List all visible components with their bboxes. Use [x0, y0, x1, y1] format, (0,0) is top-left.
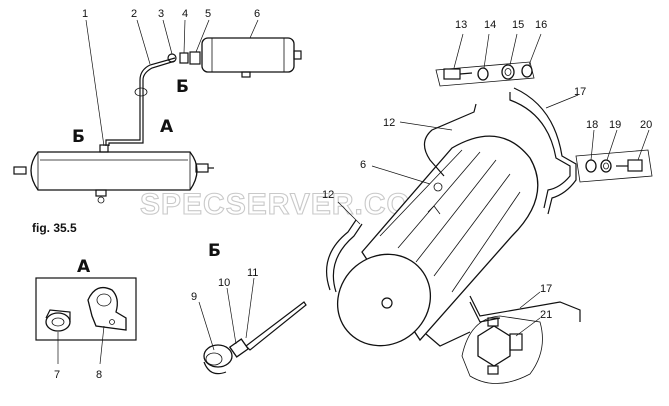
detail-a-clamp: [35, 277, 137, 341]
bolt-set-13-16: [435, 61, 535, 87]
view-letter-b-top: Б: [176, 77, 189, 97]
main-air-receiver: [13, 144, 214, 204]
callout-6-cylinder: 6: [360, 159, 366, 171]
figure-label: fig. 35.5: [32, 221, 77, 235]
callout-18: 18: [586, 119, 598, 131]
callout-14: 14: [484, 19, 496, 31]
air-pipe-line: [105, 57, 176, 146]
callout-6: 6: [254, 8, 260, 20]
view-letter-a-detail: А: [77, 257, 91, 277]
callout-19: 19: [609, 119, 621, 131]
watermark: SPECSERVER.COM: [140, 188, 437, 221]
callout-4: 4: [182, 8, 188, 20]
callout-21: 21: [540, 309, 552, 321]
callout-17-top: 17: [574, 86, 586, 98]
callout-5: 5: [205, 8, 211, 20]
small-air-tank: [167, 37, 302, 78]
callout-13: 13: [455, 19, 467, 31]
callout-17-bottom: 17: [540, 283, 552, 295]
callout-16: 16: [535, 19, 547, 31]
view-letter-b-detail: Б: [208, 241, 221, 261]
callout-7: 7: [54, 369, 60, 381]
callout-9: 9: [191, 291, 197, 303]
mounting-straps: [326, 87, 581, 347]
callout-15: 15: [512, 19, 524, 31]
detail-b-drain-valve: [203, 301, 307, 375]
bolt-set-18-20: [575, 149, 653, 183]
callout-20: 20: [640, 119, 652, 131]
fitting-detail-21: [461, 315, 543, 384]
callout-1: 1: [82, 8, 88, 20]
view-letter-a-pipe: А: [160, 117, 174, 137]
callout-8: 8: [96, 369, 102, 381]
callout-10: 10: [218, 277, 230, 289]
view-letter-b-receiver: Б: [72, 127, 85, 147]
callout-12-left: 12: [322, 189, 334, 201]
large-air-receiver: [336, 135, 539, 347]
callout-2: 2: [131, 8, 137, 20]
callout-11: 11: [247, 267, 258, 279]
callout-3: 3: [158, 8, 164, 20]
leader-lines-top: [85, 19, 259, 147]
callout-12-top: 12: [383, 117, 395, 129]
